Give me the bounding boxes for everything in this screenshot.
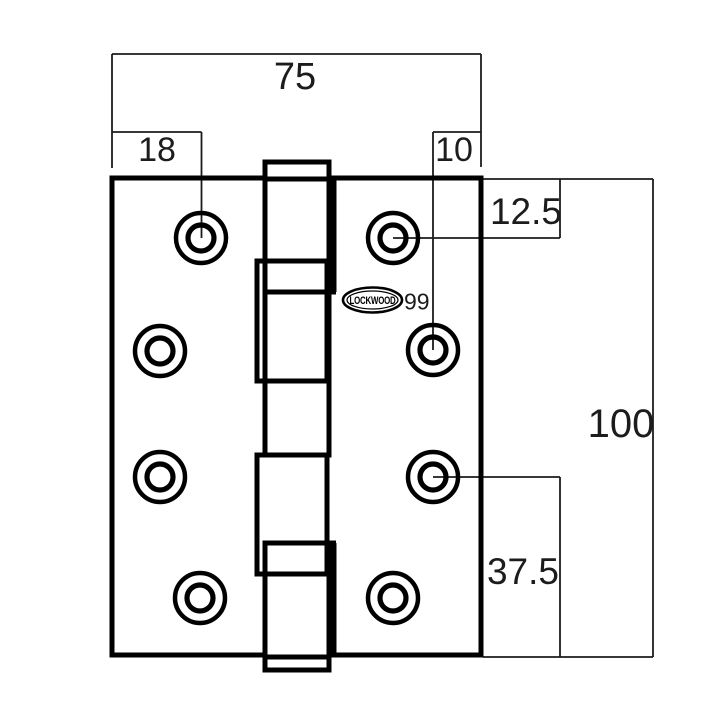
screw-outer-ring xyxy=(405,449,461,505)
dim-label-bottom-screw-offset: 37.5 xyxy=(487,551,559,592)
dim-label-overall-height: 100 xyxy=(588,402,655,446)
dimension-offset-12-5 xyxy=(393,178,653,239)
dimension-inset-10 xyxy=(432,131,481,350)
screw-inner-ring xyxy=(144,461,176,493)
model-number-text: 99 xyxy=(404,289,430,315)
screw-hole-right-row4 xyxy=(365,570,421,626)
left-leaf-outline xyxy=(109,175,265,658)
screw-outer-ring xyxy=(405,322,461,378)
dim-label-outer-screw-inset: 18 xyxy=(138,131,176,169)
screw-hole-left-row3 xyxy=(132,449,188,505)
screw-hole-left-row4 xyxy=(172,570,228,626)
logo-oval-inner xyxy=(346,290,399,310)
dimension-width-75 xyxy=(111,53,482,168)
screw-hole-left-row2 xyxy=(132,323,188,379)
screw-inner-ring xyxy=(417,334,449,366)
lockwood-logo: LOCKWOOD 99 xyxy=(341,286,430,315)
screw-outer-ring xyxy=(365,570,421,626)
screw-outer-ring xyxy=(132,323,188,379)
screw-outer-ring xyxy=(173,210,229,266)
screw-outer-ring xyxy=(365,210,421,266)
dimension-inset-18 xyxy=(112,131,203,238)
logo-oval-outer xyxy=(341,286,404,314)
brand-text: LOCKWOOD xyxy=(350,295,396,307)
screw-inner-ring xyxy=(144,335,176,367)
dim-label-middle-screw-inset: 10 xyxy=(435,131,473,169)
screw-hole-right-row3 xyxy=(405,449,461,505)
knuckle-5 xyxy=(262,540,332,673)
screw-inner-ring xyxy=(377,222,409,254)
right-leaf-outline xyxy=(331,175,484,658)
dim-label-overall-width: 75 xyxy=(274,56,316,98)
dimension-height-100 xyxy=(483,179,654,658)
screw-hole-right-row2 xyxy=(405,322,461,378)
screw-hole-left-row1 xyxy=(173,210,229,266)
screw-holes xyxy=(132,210,461,626)
dim-label-top-screw-offset: 12.5 xyxy=(490,191,562,232)
screw-hole-right-row1 xyxy=(365,210,421,266)
screw-inner-ring xyxy=(184,582,216,614)
knuckle-3 xyxy=(262,289,332,458)
screw-outer-ring xyxy=(132,449,188,505)
screw-inner-ring xyxy=(377,582,409,614)
screw-outer-ring xyxy=(172,570,228,626)
hinge-barrel xyxy=(254,159,336,673)
screw-inner-ring xyxy=(417,461,449,493)
knuckle-4 xyxy=(254,452,330,577)
dimension-offset-37-5 xyxy=(433,476,561,657)
screw-inner-ring xyxy=(185,222,217,254)
